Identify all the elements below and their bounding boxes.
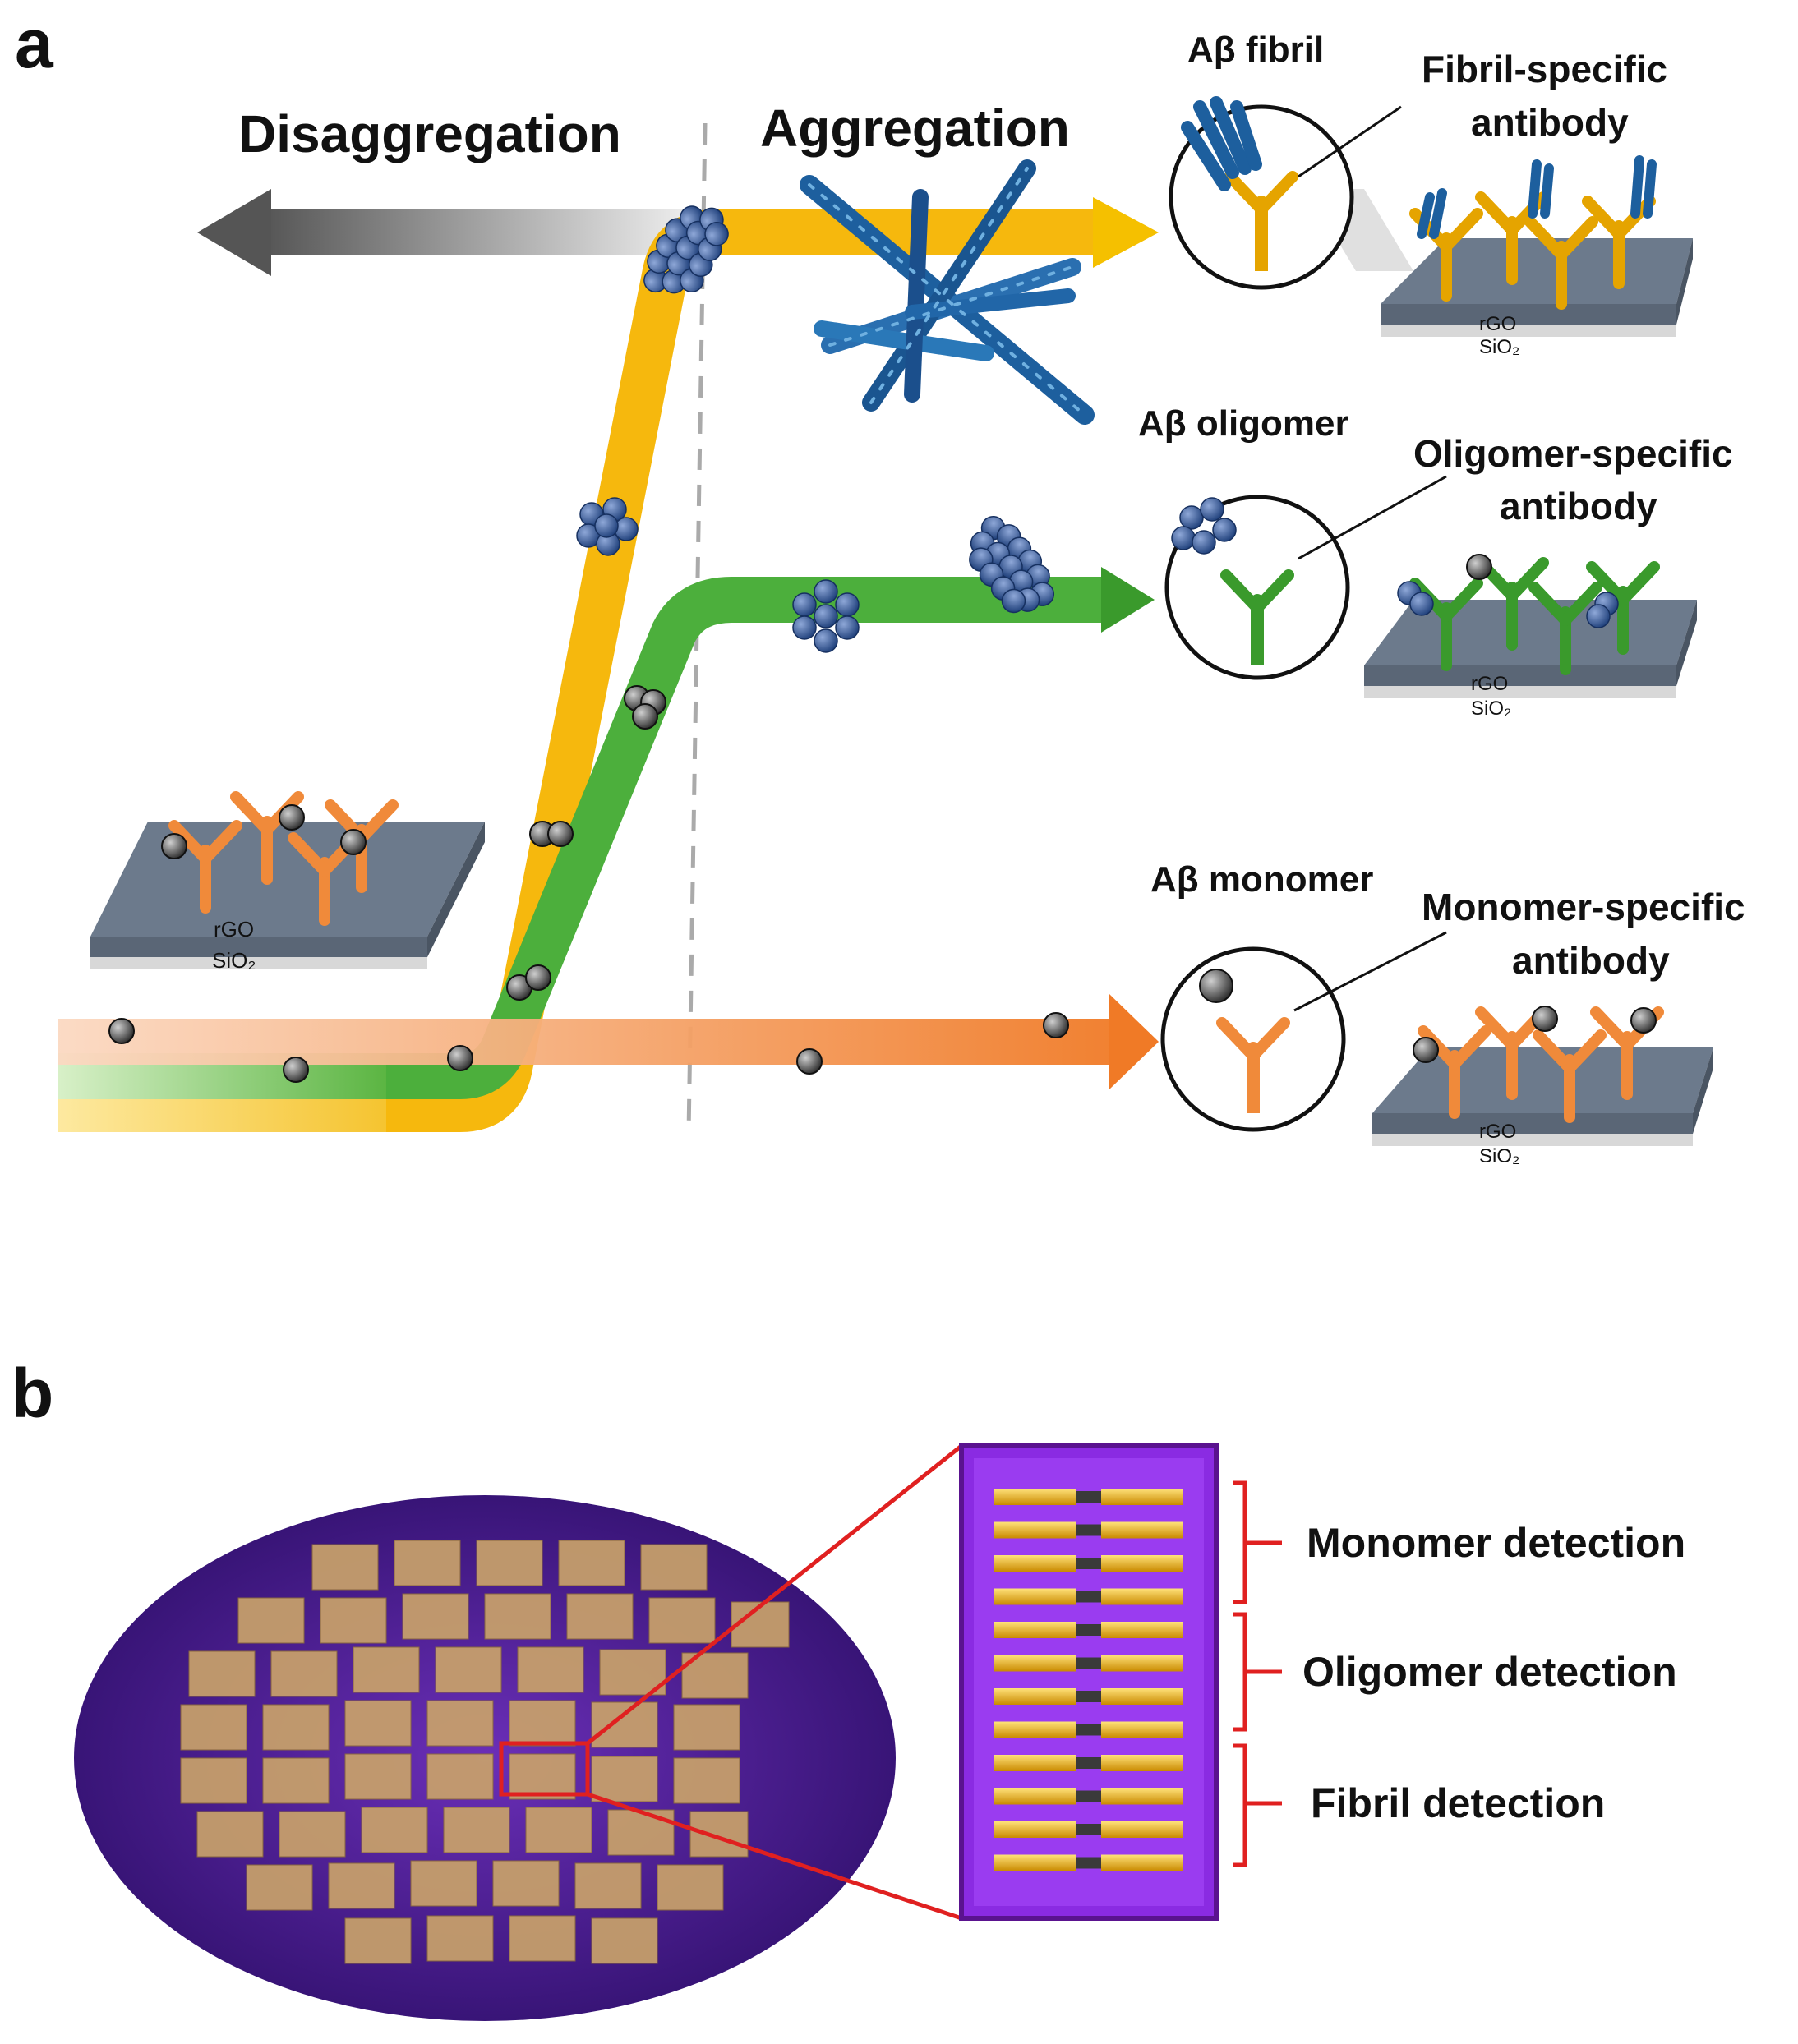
sensing-channel (1076, 1591, 1101, 1603)
monomer-title: Aβ monomer (1150, 859, 1373, 900)
sensing-channel (1076, 1790, 1101, 1802)
electrode-pad-left (994, 1489, 1076, 1505)
panel-a-label: a (15, 5, 54, 82)
zoom-region (499, 1741, 590, 1797)
dimer-particle (547, 821, 574, 847)
disaggregation-arrow (197, 189, 690, 276)
monomer-surface-sio2: SiO₂ (1479, 1145, 1519, 1167)
electrode-pad-left (994, 1655, 1076, 1672)
oligomer-inset: rGO SiO₂ (1164, 475, 1697, 720)
monomer-particle (796, 1048, 823, 1075)
oligomer-antibody-line1: Oligomer-specific (1413, 432, 1733, 475)
fibril-surface-sio2: SiO₂ (1479, 336, 1519, 358)
fibril-inset: rGO SiO₂ (1169, 96, 1693, 358)
electrode-pad-right (1101, 1854, 1183, 1871)
fibril-surface-rgo: rGO (1479, 313, 1516, 335)
aggregation-label: Aggregation (760, 99, 1070, 158)
sensing-channel (1076, 1524, 1101, 1536)
electrode-pad-left (994, 1788, 1076, 1805)
panel-b-label: b (12, 1355, 53, 1432)
electrode-pad-left (994, 1854, 1076, 1871)
electrode-pad-right (1101, 1688, 1183, 1705)
fibril-detection-label: Fibril detection (1311, 1780, 1605, 1826)
sensing-channel (1076, 1657, 1101, 1669)
sensing-channel (1076, 1857, 1101, 1869)
oligomer-title: Aβ oligomer (1138, 403, 1349, 444)
electrode-pad-left (994, 1588, 1076, 1605)
surface-rgo-label: rGO (214, 917, 254, 941)
monomer-particle (283, 1057, 309, 1083)
electrode-pad-right (1101, 1622, 1183, 1638)
disaggregation-label: Disaggregation (238, 104, 621, 163)
electrode-pad-left (994, 1688, 1076, 1705)
oligomer-antibody-line2: antibody (1500, 485, 1657, 527)
electrode-pad-right (1101, 1555, 1183, 1572)
dimer-particle (525, 964, 551, 991)
sensor-surface-initial: rGO SiO₂ (90, 797, 485, 973)
sensing-channel (1076, 1691, 1101, 1702)
electrode-pad-left (994, 1622, 1076, 1638)
monomer-inset: rGO SiO₂ (1160, 931, 1713, 1167)
electrode-pad-left (994, 1721, 1076, 1738)
surface-sio2-label: SiO₂ (212, 948, 256, 973)
sensing-channel (1076, 1491, 1101, 1503)
electrode-pad-right (1101, 1521, 1183, 1539)
silicon-wafer (74, 1495, 896, 2021)
electrode-pad-right (1101, 1721, 1183, 1738)
electrode-pad-left (994, 1821, 1076, 1838)
electrode-pad-left (994, 1555, 1076, 1572)
monomer-pathway (58, 994, 1159, 1089)
monomer-surface-rgo: rGO (1479, 1121, 1516, 1143)
sensor-chip-detail (959, 1443, 1219, 1921)
electrode-pad-right (1101, 1788, 1183, 1805)
sensing-channel (1076, 1824, 1101, 1835)
electrode-pad-right (1101, 1821, 1183, 1838)
sensing-channel (1076, 1558, 1101, 1569)
electrode-array (994, 1489, 1183, 1871)
monomer-particle (1043, 1012, 1069, 1038)
fibril-antibody-line1: Fibril-specific (1422, 48, 1667, 90)
monomer-particle (108, 1018, 135, 1044)
electrode-pad-right (1101, 1755, 1183, 1771)
zoom-line-top (586, 1444, 963, 1745)
sensing-channel (1076, 1724, 1101, 1736)
oligomer-surface-sio2: SiO₂ (1471, 697, 1511, 720)
fibril-antibody-line2: antibody (1471, 101, 1629, 144)
monomer-detection-label: Monomer detection (1307, 1520, 1685, 1566)
trimer-particle (632, 703, 658, 730)
fibril-network (800, 159, 1095, 425)
electrode-pad-right (1101, 1489, 1183, 1505)
sensing-channel (1076, 1624, 1101, 1636)
oligomer-detection-label: Oligomer detection (1302, 1649, 1677, 1695)
oligomer-surface-rgo: rGO (1471, 673, 1508, 695)
fibril-title: Aβ fibril (1187, 30, 1324, 70)
sensing-channel (1076, 1757, 1101, 1769)
detection-brackets (1233, 1480, 1282, 1867)
monomer-antibody-line2: antibody (1512, 939, 1670, 982)
monomer-antibody-line1: Monomer-specific (1422, 886, 1745, 928)
electrode-pad-left (994, 1521, 1076, 1539)
electrode-pad-right (1101, 1655, 1183, 1672)
electrode-pad-left (994, 1755, 1076, 1771)
phase-divider (686, 122, 708, 1135)
electrode-pad-right (1101, 1588, 1183, 1605)
monomer-particle (447, 1045, 473, 1071)
zoom-line-bottom (587, 1792, 962, 1921)
